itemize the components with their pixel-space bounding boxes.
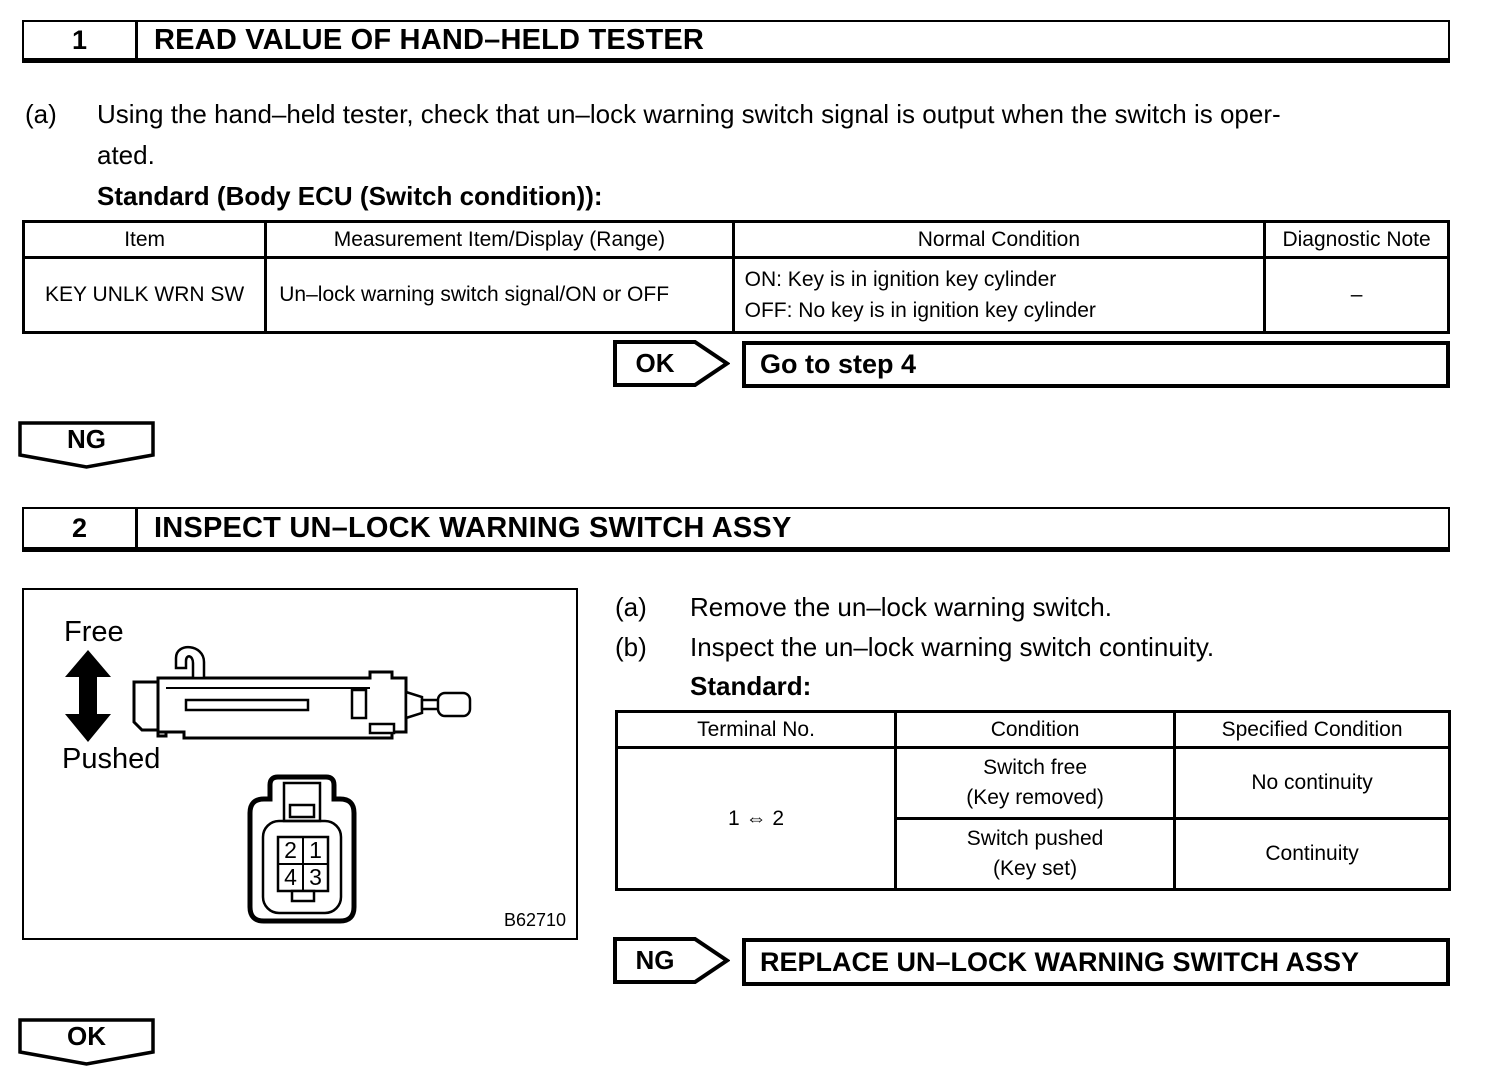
step1-table-header-row: Item Measurement Item/Display (Range) No… (21, 220, 1450, 259)
connector-pin-grid: 2 1 4 3 (278, 837, 328, 891)
figure-free-label: Free (64, 616, 124, 648)
step2-number: 2 (24, 509, 138, 547)
step1-col-diagnostic-note: Diagnostic Note (1263, 220, 1450, 259)
ng-banner-shape-icon (18, 421, 155, 469)
cell-measurement: Un–lock warning switch signal/ON or OFF (264, 256, 735, 334)
connector-illustration (247, 774, 357, 924)
step1-item-label: (a) (25, 99, 57, 129)
pin-4: 4 (284, 864, 297, 890)
ng-arrow-shape-icon (613, 937, 730, 984)
step2-item-b-label: (b) (615, 632, 647, 662)
step1-standard-label: Standard (Body ECU (Switch condition)): (97, 181, 603, 211)
up-down-arrow-icon (65, 650, 111, 742)
switch-figure: Free Pushed (22, 588, 578, 940)
table-row: KEY UNLK WRN SW Un–lock warning switch s… (21, 256, 1450, 334)
condition-pushed-line1: Switch pushed (966, 827, 1104, 850)
step1-title: READ VALUE OF HAND–HELD TESTER (154, 23, 705, 56)
normal-condition-on: ON: Key is in ignition key cylinder (744, 268, 1057, 291)
normal-condition-off: OFF: No key is in ignition key cylinder (744, 299, 1096, 322)
ng-branch-banner: NG (18, 421, 155, 470)
step1-table: Item Measurement Item/Display (Range) No… (21, 220, 1450, 334)
step1-text-line2: ated. (97, 140, 155, 170)
ok-action-box: Go to step 4 (742, 341, 1450, 388)
ng-branch-step2-label: NG (635, 945, 675, 975)
step2-item-a-text: Remove the un–lock warning switch. (690, 592, 1112, 622)
ng-branch-arrow-step2: NG (613, 937, 730, 984)
cell-diagnostic-note: – (1263, 256, 1450, 334)
step1-col-normal-condition: Normal Condition (731, 220, 1267, 259)
step1-text-line1: Using the hand–held tester, check that u… (97, 99, 1281, 129)
step2-col-terminal: Terminal No. (614, 710, 898, 749)
ng-action-box: REPLACE UN–LOCK WARNING SWITCH ASSY (742, 938, 1450, 986)
step1-header: 1 READ VALUE OF HAND–HELD TESTER (22, 20, 1450, 63)
pin-1: 1 (309, 837, 322, 863)
cell-terminal: 1 ⇔ 2 (614, 746, 898, 891)
figure-pushed-label: Pushed (62, 743, 161, 775)
step2-standard-label: Standard: (690, 671, 812, 701)
ok-branch-bottom-label: OK (67, 1021, 106, 1051)
ok-banner-shape-icon (18, 1018, 155, 1066)
cell-normal-condition: ON: Key is in ignition key cylinder OFF:… (731, 256, 1267, 334)
step2-table-header-row: Terminal No. Condition Specified Conditi… (614, 710, 1451, 749)
ok-branch-arrow: OK (613, 340, 730, 387)
switch-illustration (132, 646, 472, 740)
ng-branch-label: NG (67, 424, 106, 454)
pin-3: 3 (309, 864, 322, 890)
ok-branch-banner: OK (18, 1018, 155, 1067)
cell-condition-free: Switch free (Key removed) (894, 746, 1177, 820)
step2-col-specified: Specified Condition (1173, 710, 1451, 749)
table-row: 1 ⇔ 2 Switch free (Key removed) No conti… (614, 746, 1451, 891)
step2-title: INSPECT UN–LOCK WARNING SWITCH ASSY (154, 511, 792, 544)
condition-free-line1: Switch free (983, 756, 1087, 779)
step2-item-b: (b) Inspect the un–lock warning switch c… (615, 627, 1214, 668)
step1-instruction: (a) Using the hand–held tester, check th… (25, 94, 1470, 217)
step2-header: 2 INSPECT UN–LOCK WARNING SWITCH ASSY (22, 507, 1450, 552)
ok-arrow-shape-icon (613, 340, 730, 387)
cell-specified-pushed: Continuity (1173, 817, 1451, 891)
figure-code: B62710 (503, 910, 566, 930)
table-row: Switch pushed (Key set) Continuity (617, 817, 1451, 891)
step1-col-measurement: Measurement Item/Display (Range) (264, 220, 735, 259)
step2-item-a: (a) Remove the un–lock warning switch. (615, 587, 1112, 628)
step1-number: 1 (24, 22, 138, 58)
step2-item-b-text: Inspect the un–lock warning switch conti… (690, 632, 1215, 662)
step2-table: Terminal No. Condition Specified Conditi… (614, 710, 1451, 891)
pin-2: 2 (284, 837, 297, 863)
condition-free-line2: (Key removed) (966, 786, 1104, 809)
cell-condition-pushed: Switch pushed (Key set) (894, 817, 1177, 891)
cell-item: KEY UNLK WRN SW (21, 256, 268, 334)
step1-instruction-text: Using the hand–held tester, check that u… (97, 94, 1470, 217)
cell-specified-free: No continuity (1173, 746, 1451, 820)
step1-col-item: Item (21, 220, 268, 259)
condition-pushed-line2: (Key set) (993, 857, 1078, 880)
ok-branch-label: OK (635, 348, 675, 378)
step2-item-a-label: (a) (615, 592, 647, 622)
step2-col-condition: Condition (894, 710, 1177, 749)
